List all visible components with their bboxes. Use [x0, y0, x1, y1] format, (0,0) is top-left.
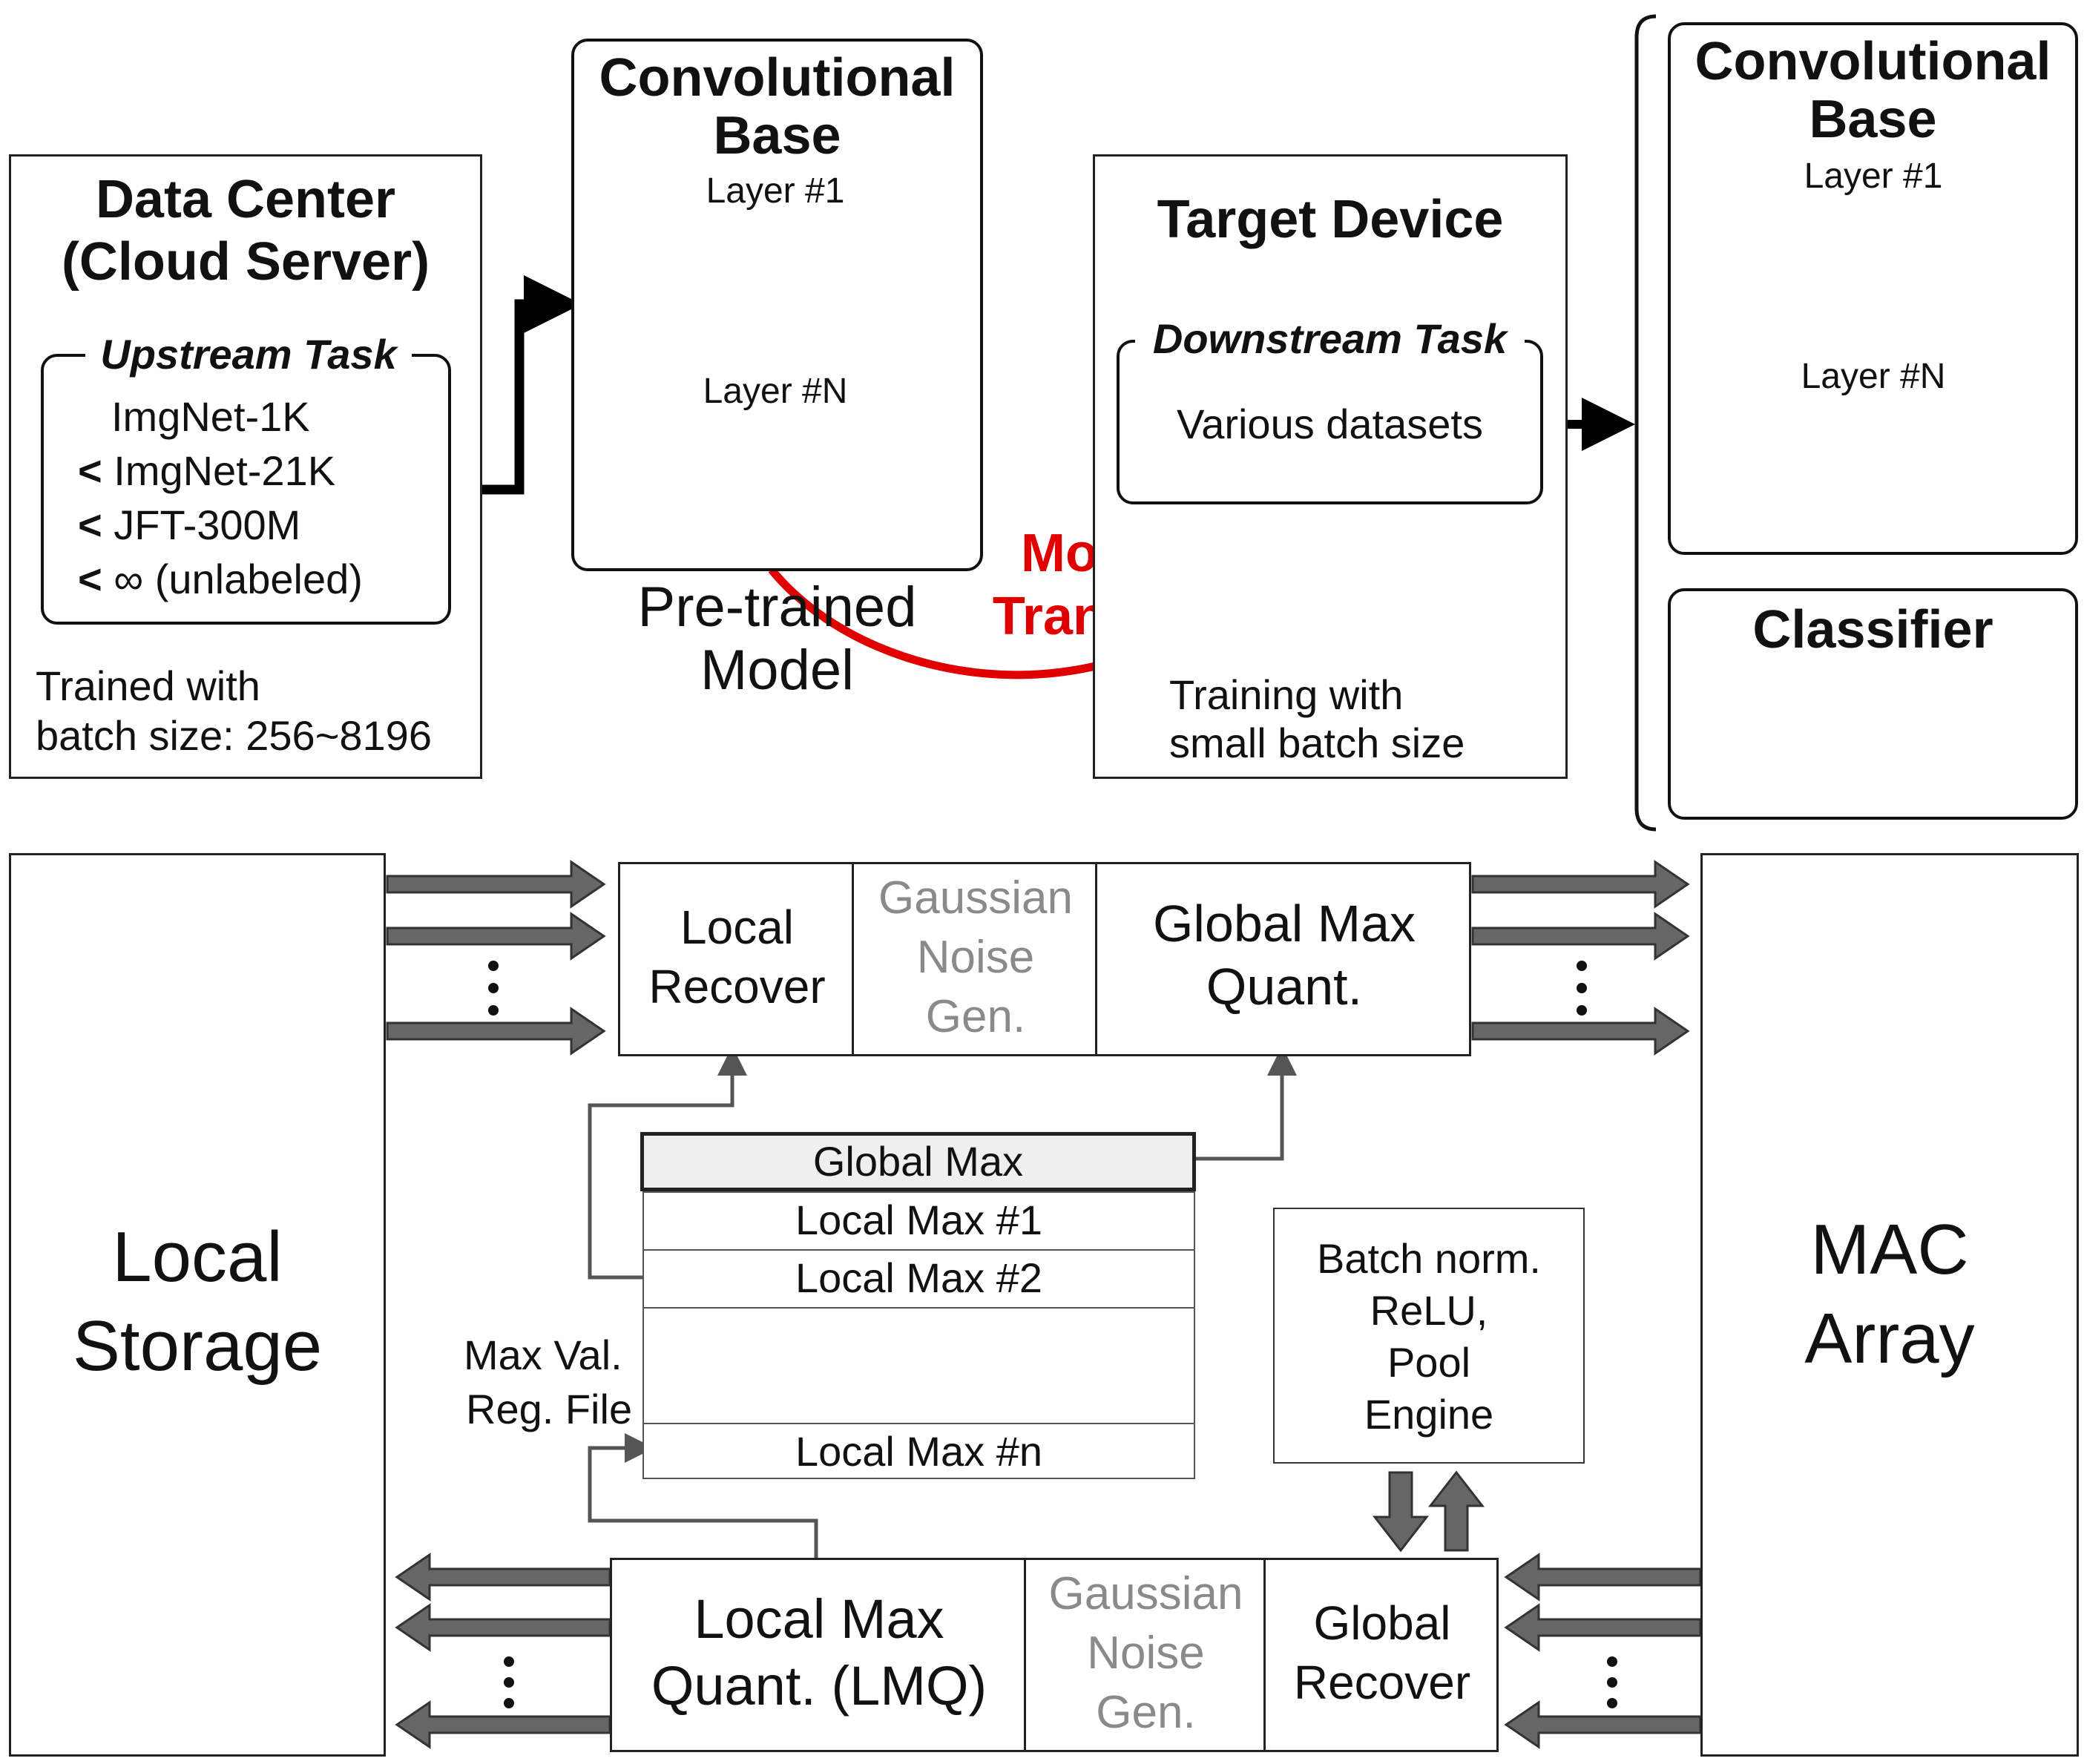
local-storage-block [9, 853, 386, 1757]
flow-arrow [395, 1700, 611, 1749]
pretrained-caption-line1: Pre-trained [637, 576, 917, 639]
global-max-quant-line1: Global Max [1152, 895, 1416, 952]
flow-arrow [1471, 860, 1690, 909]
result-layer-n-label: Layer #N [1801, 357, 1946, 396]
local-storage-label-line2: Storage [72, 1306, 323, 1386]
bottom-pipeline [610, 1558, 1499, 1752]
lmq-label-line2: Quant. (LMQ) [651, 1655, 987, 1717]
various-datasets-label: Various datasets [1177, 401, 1483, 447]
mac-array-block [1700, 853, 2079, 1757]
gaussian-noise-unit-top [854, 864, 1097, 1054]
max-val-reg-file-label-line2: Reg. File [466, 1386, 633, 1432]
downstream-task-title: Downstream Task [1135, 315, 1525, 363]
local-max-n-label: Local Max #n [795, 1428, 1043, 1475]
global-recover-label-line2: Recover [1293, 1656, 1471, 1709]
flow-arrow [395, 1603, 611, 1652]
result-layer-1-label: Layer #1 [1804, 157, 1943, 196]
mac-array-label-line2: Array [1804, 1299, 1975, 1378]
data-flow-arrows [386, 860, 1702, 1749]
result-title-line1: Convolutional [1695, 32, 2051, 91]
layer-1-label: Layer #1 [706, 171, 845, 211]
flow-arrow [386, 912, 606, 961]
flow-arrow [386, 860, 606, 909]
local-max-register-file [642, 1191, 1195, 1479]
flow-arrow [1504, 1553, 1702, 1602]
classifier-title: Classifier [1752, 600, 1993, 659]
dataset-item: ImgNet-1K [111, 393, 310, 440]
dataset-item: < ImgNet-21K [78, 447, 336, 494]
reg-divider [642, 1307, 1195, 1309]
lmq-label-line1: Local Max [694, 1588, 944, 1650]
dataset-item: < JFT-300M [78, 501, 301, 548]
flow-arrow [1471, 912, 1690, 961]
flow-arrow [1504, 1700, 1702, 1749]
global-recover-label-line1: Global [1313, 1596, 1451, 1650]
local-max-2-label: Local Max #2 [795, 1254, 1043, 1301]
result-title-line2: Base [1809, 90, 1937, 149]
lmq-unit [612, 1560, 1026, 1750]
dataset-item: < ∞ (unlabeled) [78, 556, 363, 602]
max-val-reg-file-label-line1: Max Val. [464, 1332, 622, 1378]
reg-divider [642, 1249, 1195, 1251]
downstream-task-box [1117, 340, 1543, 504]
upstream-task-title: Upstream Task [85, 331, 412, 379]
upstream-to-pretrained-arrow [451, 275, 582, 495]
engine-label-line1: Batch norm. [1317, 1235, 1541, 1282]
global-max-label: Global Max [812, 1138, 1024, 1185]
flow-arrow [395, 1553, 611, 1602]
data-center-subtitle: (Cloud Server) [61, 232, 430, 292]
local-recover-label-line2: Recover [648, 960, 826, 1013]
local-recover-label-line1: Local [680, 901, 794, 954]
training-small-batch-line1: Training with [1169, 671, 1404, 718]
local-recover-unit [620, 864, 854, 1054]
batch-size-label: batch size: 256~8196 [36, 712, 432, 759]
mac-array-label-line1: MAC [1810, 1210, 1969, 1289]
local-storage-label-line1: Local [112, 1217, 283, 1297]
classifier-box [1668, 588, 2078, 820]
data-center-title: Data Center [95, 170, 396, 229]
flow-arrow [386, 1007, 606, 1056]
global-max-quant-line2: Quant. [1206, 958, 1363, 1016]
gaussian-noise-unit-bottom [1026, 1560, 1266, 1750]
upstream-task-box [41, 354, 451, 625]
pretrained-caption-line2: Model [700, 639, 854, 702]
top-pipeline [618, 862, 1471, 1056]
result-conv-base [1668, 22, 2078, 555]
gaussian-noise-top-line2: Noise [916, 932, 1035, 983]
flow-arrow [1471, 1007, 1690, 1056]
gaussian-noise-bottom-line2: Noise [1087, 1628, 1205, 1679]
gaussian-noise-top-line1: Gaussian [878, 872, 1073, 924]
layer-n-label: Layer #N [703, 372, 848, 411]
reg-divider [642, 1423, 1195, 1424]
result-bracket [1634, 14, 1657, 832]
pretrained-conv-base [571, 39, 983, 571]
engine-io-arrows [1372, 1470, 1485, 1553]
engine-label-line3: Pool [1387, 1339, 1471, 1386]
local-max-1-label: Local Max #1 [795, 1197, 1043, 1243]
gaussian-noise-bottom-line1: Gaussian [1048, 1568, 1243, 1619]
gaussian-noise-top-line3: Gen. [925, 991, 1026, 1042]
engine-label-line2: ReLU, [1370, 1287, 1488, 1334]
control-lines [588, 1046, 1297, 1558]
training-small-batch-line2: small batch size [1169, 720, 1465, 766]
batchnorm-relu-pool-engine [1273, 1208, 1585, 1464]
trained-with-label: Trained with [36, 662, 260, 709]
flow-arrow [1504, 1603, 1702, 1652]
pretrained-title-line1: Convolutional [599, 48, 956, 108]
pretrained-title-line2: Base [713, 106, 841, 165]
engine-label-line4: Engine [1364, 1391, 1494, 1438]
gaussian-noise-bottom-line3: Gen. [1096, 1687, 1196, 1738]
target-device-title: Target Device [1157, 190, 1504, 249]
global-max-register [640, 1132, 1196, 1191]
